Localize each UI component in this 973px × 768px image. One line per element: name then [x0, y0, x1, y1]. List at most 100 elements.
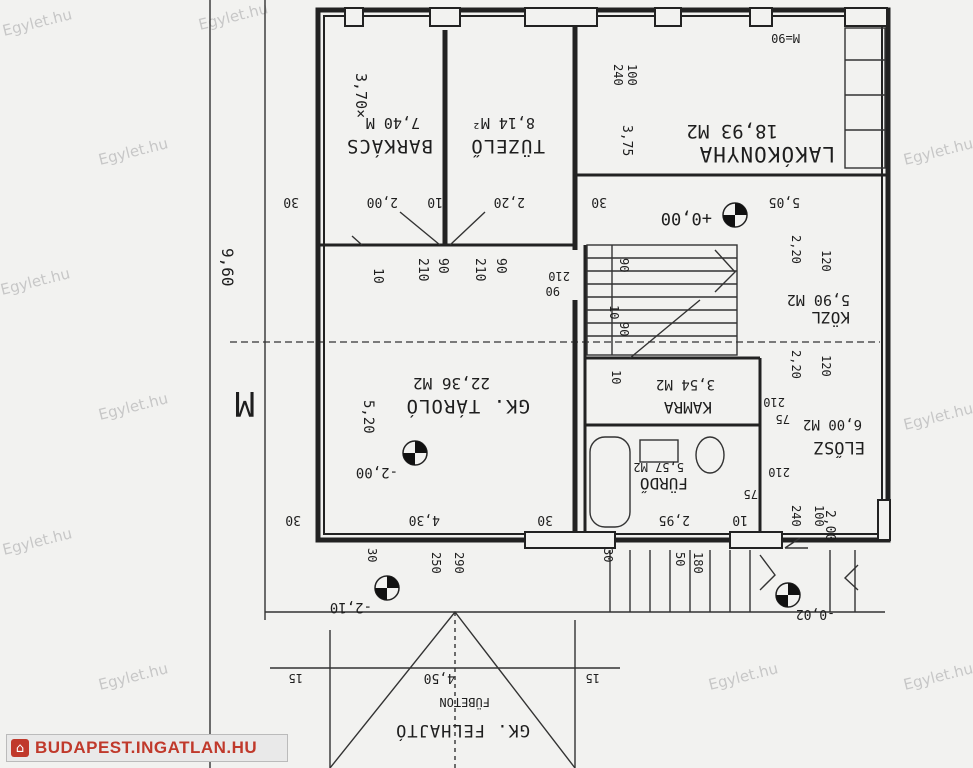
watermark: Egylet.hu	[707, 659, 780, 694]
room-name-tarolo: GK. TÁROLÓ	[406, 395, 530, 419]
brand-badge[interactable]: ⌂ BUDAPEST.INGATLAN.HU	[6, 734, 288, 762]
room-name-furdo: FÜRDŐ	[640, 474, 688, 494]
watermark: Egylet.hu	[197, 0, 270, 34]
kitchen-counter	[844, 27, 886, 169]
dim-label: 210	[548, 269, 570, 283]
room-extra-tuzelo: 7,40 M	[366, 114, 420, 132]
dim-label: 4,30	[409, 512, 440, 527]
level-labels: +0,00 -2,00 -2,10 -0,02	[330, 208, 835, 621]
dimension-labels: 30 2,00 10 2,20 30 5,05 10 210 90 210 90…	[218, 31, 837, 685]
dim-label: 250	[429, 552, 443, 574]
watermark: Egylet.hu	[902, 399, 973, 434]
level-marker-icon	[722, 202, 748, 228]
driveway	[329, 610, 576, 768]
dim-label: 210	[415, 258, 430, 281]
room-sub-felhajto: FÜBETON	[439, 695, 490, 711]
dim-label: 100	[812, 505, 826, 527]
dim-label: 120	[819, 250, 833, 272]
room-name-eloter: ELŐSZ	[814, 437, 865, 459]
dim-label: 210	[763, 395, 785, 409]
outside-steps	[609, 550, 856, 612]
dim-label: 210	[472, 258, 487, 281]
room-name-felhajto: GK. FELHAJTÓ	[395, 720, 530, 742]
windows	[344, 7, 891, 549]
level-marker-icon	[374, 575, 400, 601]
dim-label: 30	[283, 194, 299, 209]
watermark: Egylet.hu	[902, 134, 973, 169]
dim-label: 10	[609, 370, 623, 384]
watermark: Egylet.hu	[1, 5, 74, 40]
dim-label: 10	[370, 268, 385, 284]
dim-label: 3,75	[619, 125, 634, 156]
dim-label: 90	[546, 284, 560, 298]
dim-label: 75	[744, 487, 758, 501]
dim-label: 2,20	[789, 235, 803, 264]
watermark: Egylet.hu	[902, 659, 973, 694]
room-name-tuzelo: TÜZELŐ	[470, 135, 545, 159]
staircase	[586, 244, 738, 359]
dim-label: 240	[611, 64, 625, 86]
dim-label: 2,00	[367, 194, 398, 209]
dim-label: 180	[691, 552, 705, 574]
dim-label: 2,00	[822, 510, 837, 541]
section-mark: M	[235, 383, 255, 423]
dim-label: 90	[493, 258, 508, 274]
dim-label: 10	[732, 512, 748, 527]
dim-label: 240	[789, 505, 803, 527]
room-size-tuzelo: 8,14 M²	[472, 114, 535, 132]
room-labels: BARKÁCS 3,70× 7,40 M TÜZELŐ 8,14 M² LAKÓ…	[346, 73, 865, 742]
doors	[351, 211, 859, 591]
dim-label: 90	[617, 258, 631, 272]
dim-label: 5,20	[360, 400, 376, 434]
room-name-kozl: KÖZL	[811, 308, 850, 327]
dim-label: 75	[776, 412, 790, 426]
room-name-kamra: KAMRA	[663, 398, 712, 417]
dim-label: M=90	[771, 31, 800, 45]
room-name-barkacs: BARKÁCS	[346, 135, 433, 158]
level-marker-icon	[402, 440, 428, 466]
dim-label: 30	[591, 194, 607, 209]
dim-label: 10	[427, 194, 443, 209]
dim-label: 30	[285, 512, 301, 527]
brand-name: BUDAPEST.INGATLAN.HU	[35, 738, 258, 757]
dim-label: 100	[625, 64, 639, 86]
dim-label: 9,60	[218, 248, 237, 287]
level-entry-left: -2,10	[330, 599, 372, 615]
dim-label: 5,05	[769, 194, 800, 209]
dim-label: 210	[768, 465, 790, 479]
dim-label: 50	[673, 552, 687, 566]
room-size-furdo: 5,57 M2	[633, 460, 684, 474]
dim-label: 90	[435, 258, 450, 274]
dim-label: 30	[365, 548, 379, 562]
room-size-kozl: 5,90 M2	[787, 291, 850, 309]
bathroom-fixtures	[589, 436, 725, 528]
room-size-eloter: 6,00 M2	[803, 416, 862, 432]
dim-label: 10	[607, 305, 621, 319]
watermark: Egylet.hu	[0, 264, 72, 299]
watermarks: Egylet.hu Egylet.hu Egylet.hu Egylet.hu …	[0, 0, 973, 694]
dim-label: 2,20	[494, 194, 525, 209]
level-markers	[374, 202, 801, 608]
watermark: Egylet.hu	[97, 134, 170, 169]
dim-label: 30	[601, 548, 615, 562]
room-size-lakokonyha: 18,93 M2	[686, 120, 778, 142]
watermark: Egylet.hu	[97, 659, 170, 694]
dim-label: 4,50	[424, 670, 455, 685]
dim-label: 2,95	[659, 512, 690, 527]
dim-label: 90	[617, 322, 631, 336]
room-size-tarolo: 22,36 M2	[413, 374, 490, 393]
dim-label: 120	[819, 355, 833, 377]
dim-label: 2,20	[789, 350, 803, 379]
walls	[315, 7, 891, 543]
dim-label: 30	[537, 512, 553, 527]
level-main: +0,00	[661, 208, 712, 228]
room-size-kamra: 3,54 M2	[656, 376, 715, 392]
watermark: Egylet.hu	[1, 524, 74, 559]
level-marker-icon	[775, 582, 801, 608]
watermark: Egylet.hu	[97, 389, 170, 424]
room-size-barkacs: 3,70×	[352, 73, 370, 118]
level-garage: -2,00	[356, 464, 398, 480]
home-icon: ⌂	[11, 739, 29, 757]
room-name-lakokonyha: LAKÓKONYHA	[699, 142, 835, 167]
